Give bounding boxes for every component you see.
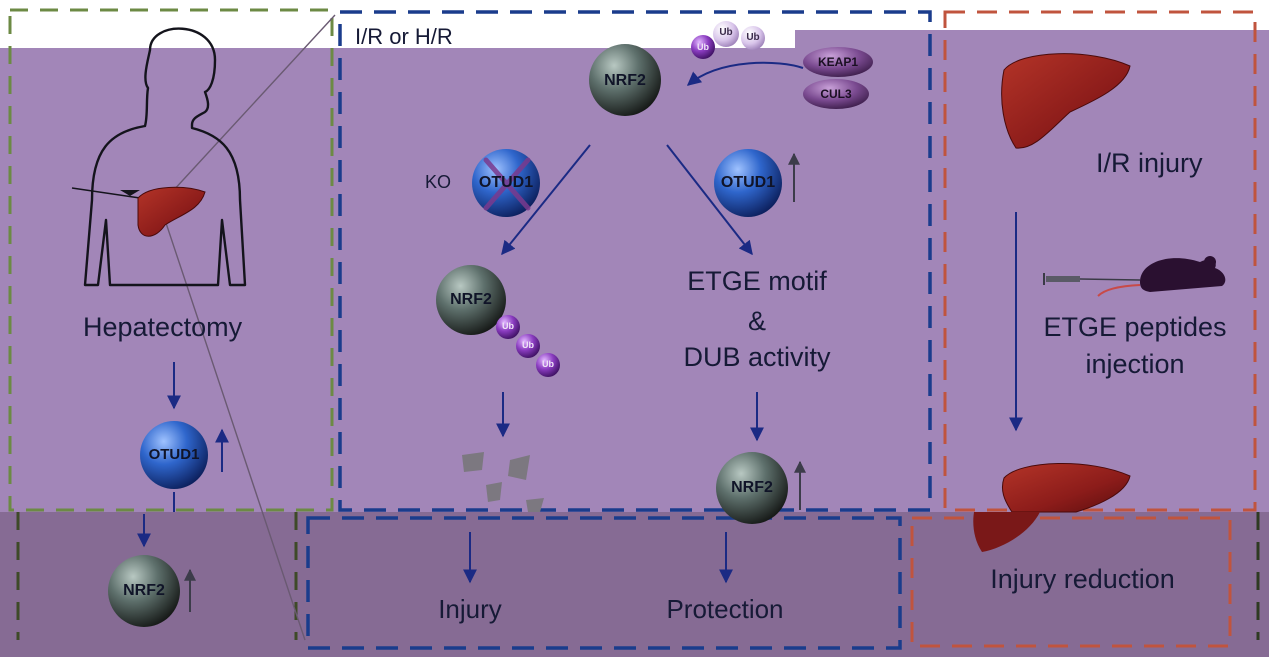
- ub-label-top-3: Ub: [746, 32, 760, 43]
- nrf2-ball-stable: [716, 452, 788, 524]
- hepatectomy-label: Hepatectomy: [83, 312, 243, 342]
- ampersand-label: &: [747, 306, 766, 336]
- otud1-ball-up: [714, 149, 782, 217]
- ub-label-top-1: Ub: [697, 42, 709, 52]
- keap1-shape: [803, 47, 873, 77]
- degraded-fragments-icon: [462, 452, 544, 512]
- protection-label: Protection: [666, 594, 784, 624]
- nrf2-label-left: NRF2: [123, 582, 165, 599]
- ub-label-chain-2: Ub: [522, 340, 534, 350]
- cul3-label: CUL3: [820, 87, 852, 101]
- liver-top-icon: [1001, 53, 1131, 149]
- scalpel-line: [71, 187, 141, 199]
- nrf2-ball-degraded: [436, 265, 506, 335]
- human-silhouette-icon: [83, 27, 247, 287]
- keap1-label: KEAP1: [817, 55, 858, 69]
- middle-panel-border-lower: [306, 516, 902, 650]
- nrf2-ball-left: [108, 555, 180, 627]
- right-panel-border: [943, 10, 1257, 512]
- ub-label-top-2: Ub: [719, 27, 733, 38]
- left-panel-border-lower: [16, 512, 298, 640]
- etge-peptides-label: ETGE peptides: [1043, 312, 1227, 342]
- otud1-label-up: OTUD1: [720, 174, 776, 191]
- nrf2-ball-top: [589, 44, 661, 116]
- connector-line-upper: [159, 14, 336, 206]
- nrf2-label-top: NRF2: [604, 72, 646, 89]
- otud1-label-left: OTUD1: [148, 446, 200, 463]
- dub-activity-label: DUB activity: [683, 342, 831, 372]
- ub-label-chain-1: Ub: [502, 321, 514, 331]
- injection-label: injection: [1085, 349, 1185, 379]
- knockout-cross-icon: [483, 157, 531, 211]
- ko-label: KO: [425, 172, 452, 192]
- injury-reduction-label: Injury reduction: [990, 564, 1175, 594]
- etge-motif-label: ETGE motif: [687, 266, 827, 296]
- scalpel-icon: [120, 190, 140, 196]
- cul3-shape: [803, 79, 869, 109]
- ir-injury-label: I/R injury: [1096, 148, 1203, 178]
- injury-label: Injury: [438, 594, 502, 624]
- liver-bottom-icon: [1001, 463, 1131, 513]
- arrow-keap1-to-nrf2: [686, 61, 804, 86]
- otud1-label-ko: OTUD1: [478, 174, 534, 191]
- ub-label-chain-3: Ub: [542, 359, 554, 369]
- top-right-overlay: [795, 30, 1269, 50]
- mouse-icon: [1097, 256, 1226, 297]
- arrow-nrf2-to-etge: [666, 144, 753, 256]
- nrf2-label-stable: NRF2: [731, 479, 773, 496]
- middle-panel-title: I/R or H/R: [355, 24, 453, 49]
- liver-bottom-icon-lower: [973, 512, 1040, 552]
- nrf2-label-degraded: NRF2: [450, 291, 492, 308]
- otud1-ball-left: [140, 421, 208, 489]
- syringe-icon: [1043, 273, 1141, 285]
- bottom-band: [0, 512, 1269, 657]
- liver-small-icon: [137, 186, 206, 237]
- connector-line-lower: [159, 204, 306, 641]
- left-panel-border: [8, 8, 334, 512]
- arrow-nrf2-to-degraded: [501, 144, 591, 256]
- ub-chain: [496, 315, 560, 377]
- ub-cluster-top: [691, 21, 765, 59]
